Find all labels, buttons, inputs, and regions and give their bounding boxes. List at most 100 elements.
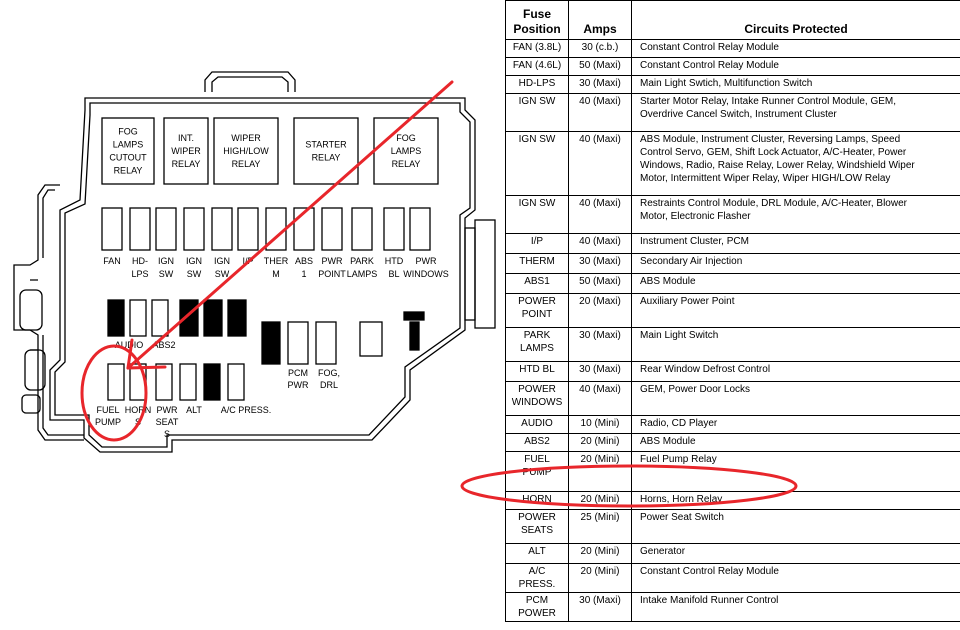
maxi-fuse-label: BL (388, 269, 399, 279)
maxi-fuse-label: M (272, 269, 280, 279)
header-fuse-position: Fuse Position (505, 0, 569, 40)
relay-label-line: FOG (118, 127, 138, 137)
header-circuits-protected: Circuits Protected (631, 0, 960, 40)
puller-stem (409, 321, 420, 351)
maxi-fuse-label: THER (264, 256, 289, 266)
label-drl: DRL (320, 380, 338, 390)
table-cell-position: FAN (4.6L) (505, 57, 569, 76)
relay-label-line: WIPER (231, 133, 261, 143)
maxi-fuse (101, 207, 123, 251)
table-cell-circuits: ABS Module (631, 273, 960, 294)
table-cell-amps: 50 (Maxi) (568, 57, 632, 76)
mini-fuse (203, 299, 223, 337)
maxi-fuse-label: LPS (131, 269, 148, 279)
table-cell-position: THERM (505, 253, 569, 274)
maxi-fuse (211, 207, 233, 251)
table-cell-amps: 20 (Mini) (568, 563, 632, 593)
maxi-fuse-label: IGN (214, 256, 230, 266)
maxi-fuse-label: WINDOWS (403, 269, 449, 279)
relay-label-line: FOG (396, 133, 416, 143)
table-cell-position: PARK LAMPS (505, 327, 569, 362)
table-cell-amps: 30 (Maxi) (568, 592, 632, 622)
relay-block (261, 321, 281, 365)
table-cell-circuits: ABS Module (631, 433, 960, 452)
table-cell-amps: 25 (Mini) (568, 509, 632, 544)
table-cell-amps: 30 (Maxi) (568, 361, 632, 382)
mini-fuse-label: FUEL (96, 405, 119, 415)
mini-fuse (155, 363, 173, 401)
maxi-fuse (351, 207, 373, 251)
table-cell-amps: 20 (Mini) (568, 451, 632, 492)
table-cell-amps: 10 (Mini) (568, 415, 632, 434)
relay-label-line: LAMPS (391, 146, 422, 156)
table-cell-circuits: Instrument Cluster, PCM (631, 233, 960, 254)
label-audio: AUDIO (115, 340, 144, 350)
relay-label-line: CUTOUT (109, 153, 147, 163)
table-header-row: Fuse Position Amps Circuits Protected (505, 0, 960, 40)
maxi-fuse-label: I/P (242, 256, 253, 266)
mini-fuse-label: SEAT (156, 417, 179, 427)
maxi-fuse (383, 207, 405, 251)
maxi-fuse-label: HD- (132, 256, 148, 266)
mini-fuse (179, 363, 197, 401)
fuse-table-container: Fuse Position Amps Circuits Protected FA… (505, 0, 960, 630)
relay-label-line: RELAY (114, 166, 143, 176)
mini-fuse (129, 299, 147, 337)
mini-fuse (203, 363, 221, 401)
table-cell-circuits: Main Light Swtich, Multifunction Switch (631, 75, 960, 94)
maxi-fuse-label: SW (215, 269, 230, 279)
table-cell-circuits: Power Seat Switch (631, 509, 960, 544)
relay-label-line: HIGH/LOW (223, 146, 269, 156)
fuse-table: Fuse Position Amps Circuits Protected FA… (505, 0, 960, 622)
table-cell-amps: 20 (Mini) (568, 433, 632, 452)
table-cell-amps: 20 (Maxi) (568, 293, 632, 328)
table-cell-circuits: Restraints Control Module, DRL Module, A… (631, 195, 960, 234)
table-cell-position: I/P (505, 233, 569, 254)
spare-fuse (359, 321, 383, 357)
label-pwr: PWR (288, 380, 309, 390)
mini-fuse (129, 363, 147, 401)
table-cell-position: HD-LPS (505, 75, 569, 94)
table-cell-circuits: Constant Control Relay Module (631, 563, 960, 593)
label-fog: FOG, (318, 368, 340, 378)
table-cell-amps: 40 (Maxi) (568, 93, 632, 132)
maxi-fuse-label: IGN (186, 256, 202, 266)
mini-fuse (179, 299, 199, 337)
table-cell-circuits: Constant Control Relay Module (631, 57, 960, 76)
maxi-fuse (237, 207, 259, 251)
table-cell-position: ALT (505, 543, 569, 564)
mini-fuse-label: ALT (186, 405, 202, 415)
mini-fuse-label: S (135, 417, 141, 427)
table-cell-position: ABS1 (505, 273, 569, 294)
table-cell-position: AUDIO (505, 415, 569, 434)
mini-fuse (107, 299, 125, 337)
mini-fuse (227, 299, 247, 337)
fuse-box-diagram: FOGLAMPSCUTOUTRELAYINT.WIPERRELAYWIPERHI… (13, 71, 496, 453)
maxi-fuse-label: PWR (416, 256, 437, 266)
relay-label-line: INT. (178, 133, 194, 143)
table-cell-amps: 40 (Maxi) (568, 381, 632, 416)
table-cell-position: PCM POWER (505, 592, 569, 622)
table-cell-amps: 30 (Maxi) (568, 253, 632, 274)
table-cell-position: POWER SEATS (505, 509, 569, 544)
table-cell-circuits: Main Light Switch (631, 327, 960, 362)
relay-label-line: RELAY (172, 159, 201, 169)
header-amps: Amps (568, 0, 632, 40)
table-row: FAN (4.6L)50 (Maxi)Constant Control Rela… (505, 57, 960, 76)
table-cell-amps: 30 (c.b.) (568, 39, 632, 58)
table-cell-circuits: Radio, CD Player (631, 415, 960, 434)
table-cell-amps: 30 (Maxi) (568, 75, 632, 94)
maxi-fuse (183, 207, 205, 251)
